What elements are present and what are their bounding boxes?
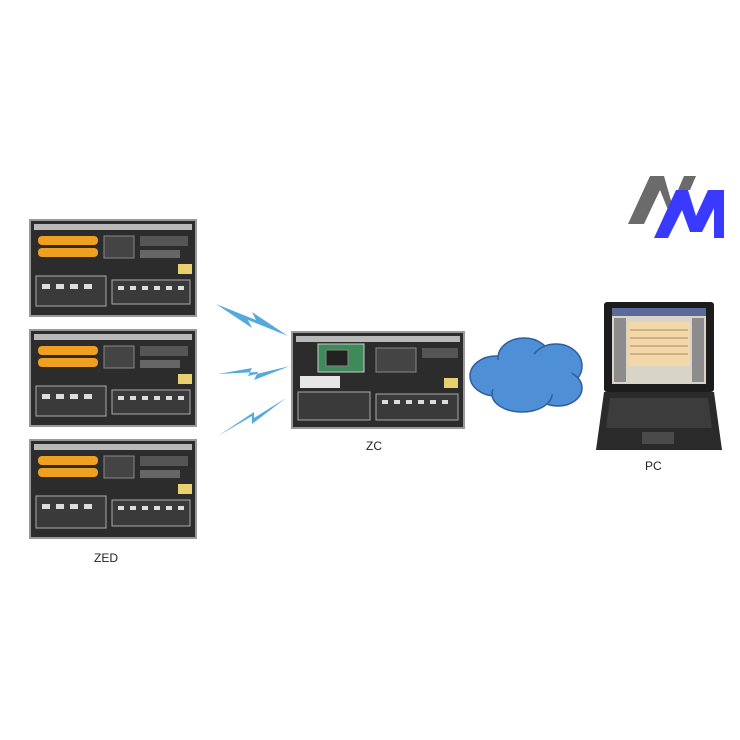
lightning-bolt-icon	[218, 366, 290, 380]
zc-board	[291, 331, 465, 429]
battery	[38, 236, 98, 245]
lightning-bolt-icon	[218, 398, 286, 436]
laptop-pc	[596, 302, 722, 450]
brand-logo	[628, 176, 724, 238]
zed-board-3	[29, 439, 197, 539]
wireless-links	[216, 304, 290, 436]
zed-label: ZED	[94, 551, 118, 565]
lightning-bolt-icon	[216, 304, 288, 336]
pc-label: PC	[645, 459, 662, 473]
zed-board-1	[29, 219, 197, 317]
battery	[38, 248, 98, 257]
zc-label: ZC	[366, 439, 382, 453]
zed-board-2	[29, 329, 197, 427]
network-cloud-icon	[469, 337, 583, 413]
